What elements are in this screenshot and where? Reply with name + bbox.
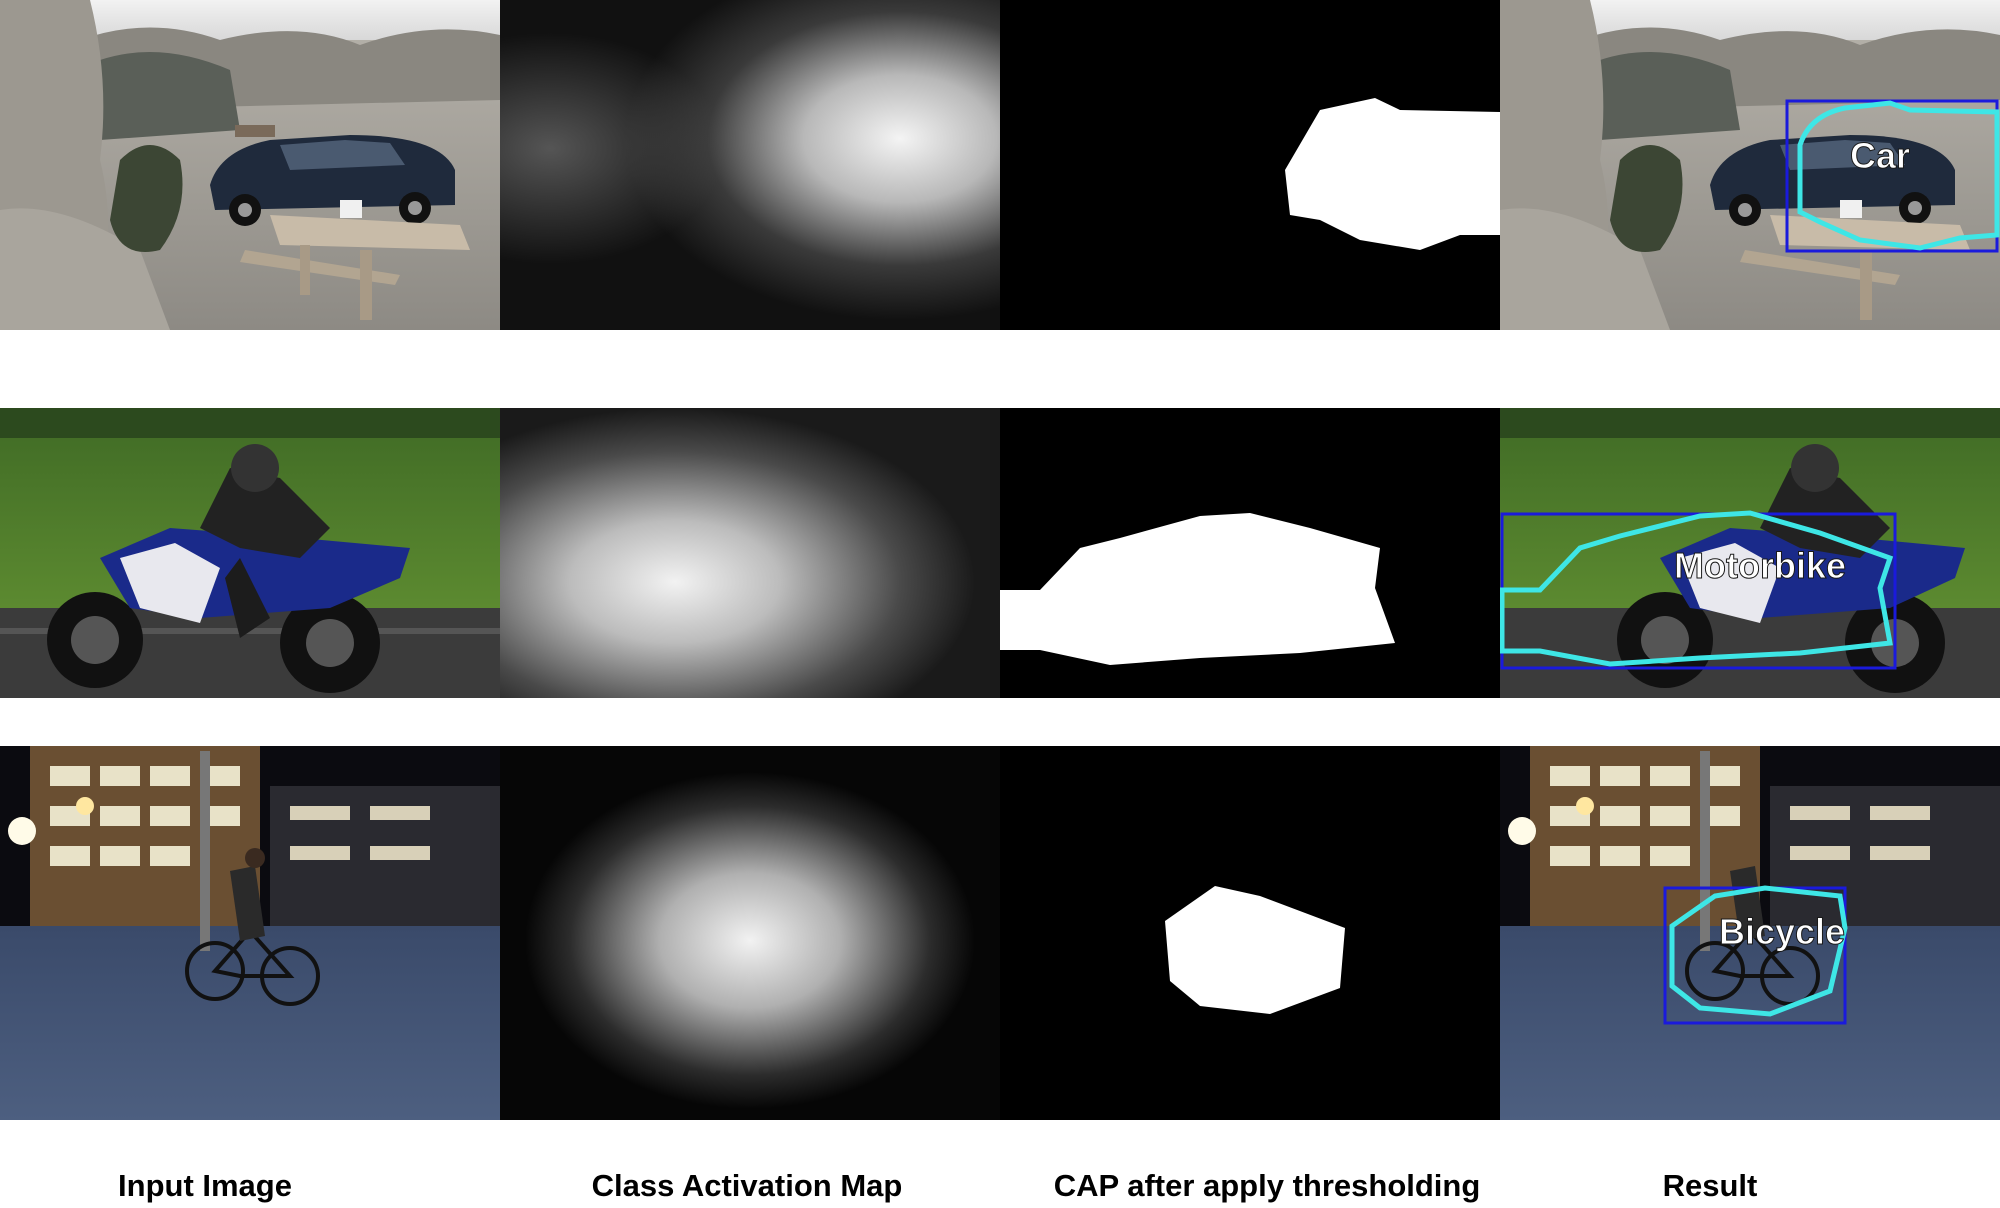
class-activation-map-motorbike <box>500 408 1000 698</box>
detection-label-motorbike: Motorbike <box>1674 545 1846 586</box>
caption-input-image: Input Image <box>118 1168 292 1203</box>
class-activation-map-bicycle <box>500 746 1000 1120</box>
caption-cap-thresholding: CAP after apply thresholding <box>1053 1168 1481 1203</box>
input-image-bicycle <box>0 746 500 1120</box>
detection-label-car: Car <box>1850 135 1910 176</box>
contour-car <box>1797 100 2000 251</box>
cap-thresholded-car <box>1000 0 1500 330</box>
result-motorbike: Motorbike <box>1500 408 2000 698</box>
contour-bicycle <box>1669 885 1848 1017</box>
class-activation-map-car <box>500 0 1000 330</box>
result-bicycle: Bicycle <box>1500 746 2000 1120</box>
input-image-car <box>0 0 500 330</box>
cap-thresholded-bicycle <box>1000 746 1500 1120</box>
input-image-motorbike <box>0 408 500 698</box>
result-car: Car <box>1500 0 2000 330</box>
cap-thresholded-motorbike <box>1000 408 1500 698</box>
contour-motorbike <box>1500 510 1894 667</box>
caption-result: Result <box>1662 1168 1758 1203</box>
detection-label-bicycle: Bicycle <box>1719 911 1845 952</box>
caption-class-activation-map: Class Activation Map <box>591 1168 903 1203</box>
